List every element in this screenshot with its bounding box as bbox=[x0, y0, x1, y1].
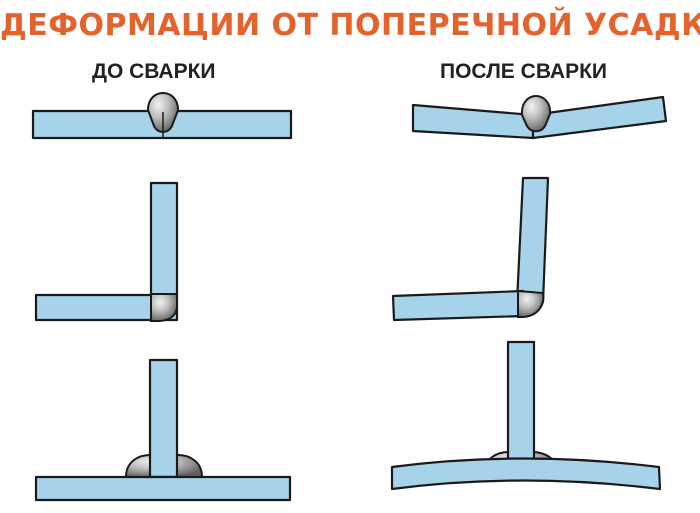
corner-vertical-plate-before bbox=[149, 181, 179, 297]
column-label-after: ПОСЛЕ СВАРКИ bbox=[440, 60, 608, 83]
butt-joint-flat-icon bbox=[31, 91, 293, 140]
column-label-before: ДО СВАРКИ bbox=[92, 60, 216, 83]
corner-horizontal-plate-after bbox=[391, 289, 525, 322]
corner-joint-square-icon bbox=[34, 181, 179, 322]
tee-vertical-plate-before bbox=[148, 358, 179, 479]
tee-joint-flat-icon bbox=[34, 358, 292, 502]
butt-plate-after-right bbox=[531, 95, 668, 140]
butt-joint-angled-icon bbox=[411, 94, 668, 140]
diagram-title: ДЕФОРМАЦИИ ОТ ПОПЕРЕЧНОЙ УСАДКИ bbox=[0, 8, 700, 43]
butt-weld-bead-after bbox=[520, 94, 552, 133]
tee-joint-bowed-icon bbox=[390, 340, 662, 491]
corner-weld-bead-after bbox=[517, 289, 545, 318]
corner-weld-bead-before bbox=[150, 293, 178, 322]
corner-vertical-plate-after bbox=[515, 176, 550, 304]
tee-base-plate-before bbox=[34, 475, 292, 502]
corner-joint-distorted-icon bbox=[391, 176, 550, 322]
butt-plate-after-left bbox=[411, 103, 535, 140]
tee-vertical-plate-after bbox=[506, 340, 536, 474]
tee-base-plate-after bbox=[390, 457, 662, 491]
